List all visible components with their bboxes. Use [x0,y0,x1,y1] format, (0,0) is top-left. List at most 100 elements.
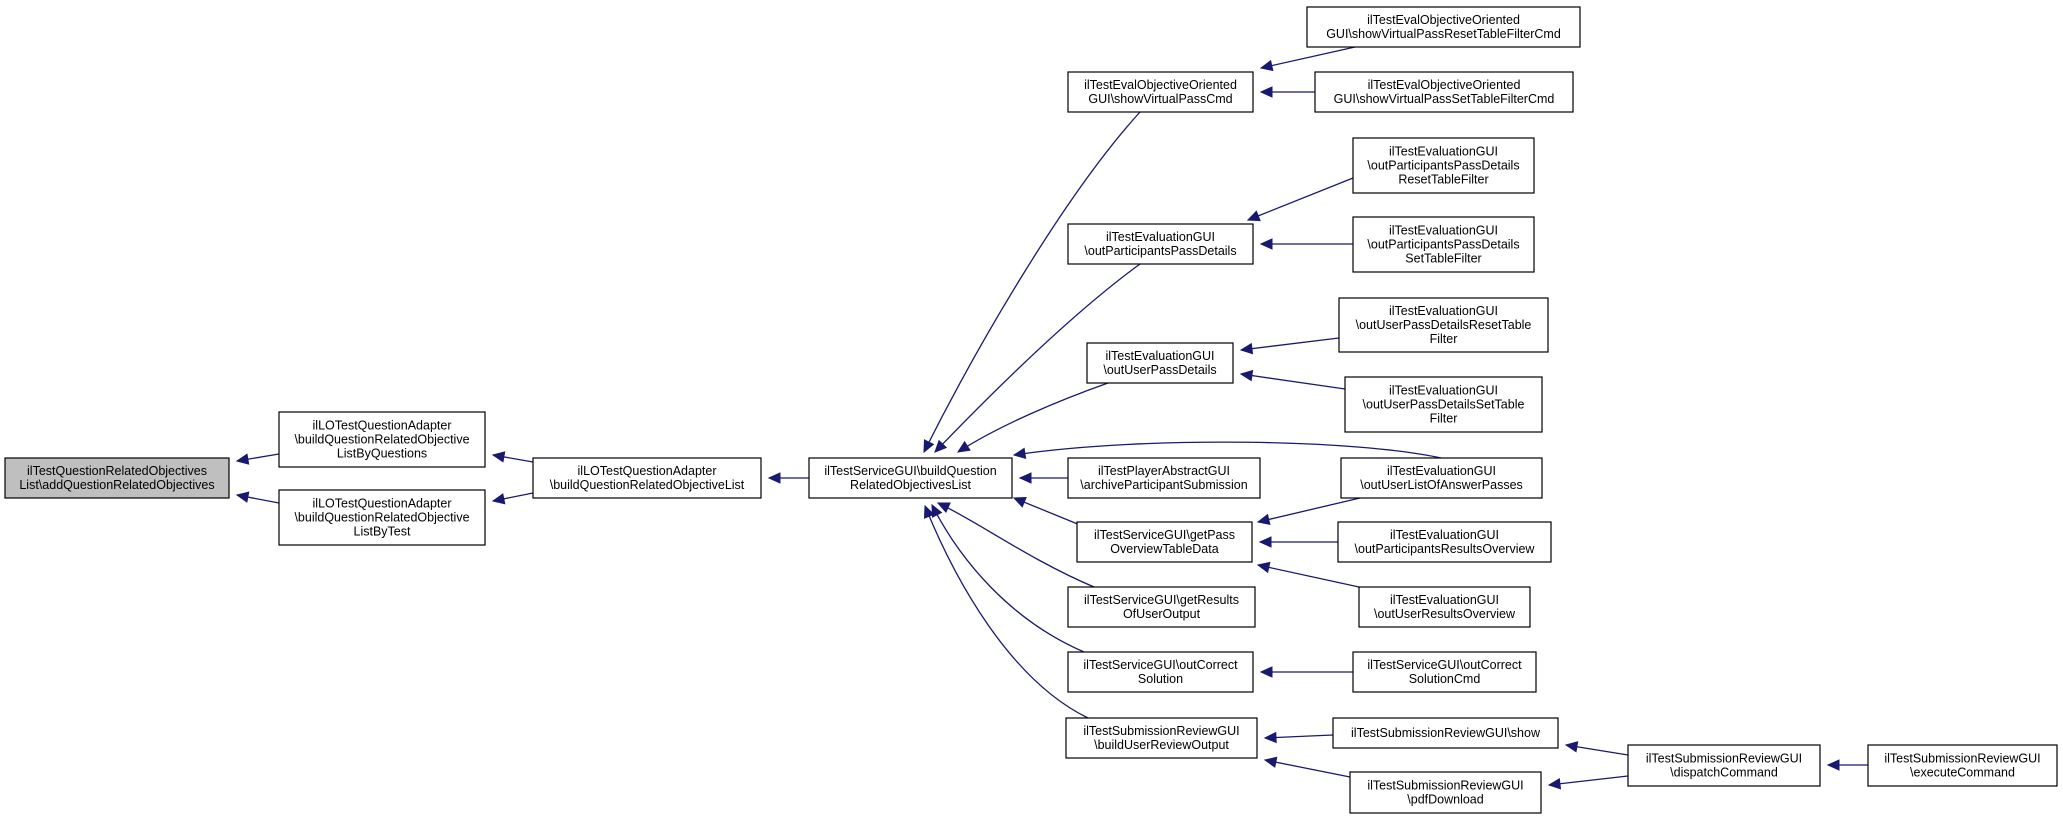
node-n9[interactable]: ilTestServiceGUI\getPassOverviewTableDat… [1076,521,1253,563]
node-box [1067,71,1254,113]
edge-n19-n9 [1257,497,1361,523]
node-n19[interactable]: ilTestEvaluationGUI\outUserListOfAnswerP… [1340,457,1543,499]
node-n23[interactable]: ilTestSubmissionReviewGUI\show [1332,717,1559,749]
node-box [278,411,486,468]
node-n7[interactable]: ilTestEvaluationGUI\outUserPassDetails [1086,342,1234,384]
arrowhead-n23-n12 [1263,731,1277,744]
node-label-line: ilTestEvaluationGUI [1389,145,1498,159]
node-box [808,457,1013,499]
node-n16[interactable]: ilTestEvaluationGUI\outParticipantsPassD… [1352,216,1535,273]
arrowhead-n25-n23 [1564,741,1579,753]
node-label-line: Filter [1430,332,1458,346]
node-n2[interactable]: ilLOTestQuestionAdapter\buildQuestionRel… [278,489,486,546]
node-label-line: ListByTest [354,525,411,539]
arrowhead-n19-n4 [1012,447,1027,460]
node-box [1352,216,1535,273]
node-label-line: \dispatchCommand [1670,766,1778,780]
node-label-line: RelatedObjectivesList [850,478,971,492]
arrowhead-n16-n6 [1259,238,1273,250]
node-n14[interactable]: ilTestEvalObjectiveOrientedGUI\showVirtu… [1314,71,1574,113]
node-label-line: OfUserOutput [1123,607,1201,621]
node-label-line: \outParticipantsPassDetails [1367,238,1519,252]
node-label-line: ilLOTestQuestionAdapter [313,497,452,511]
node-label-line: ilTestEvalObjectiveOriented [1367,13,1520,27]
node-n17[interactable]: ilTestEvaluationGUI\outUserPassDetailsRe… [1338,297,1549,353]
node-box [1067,457,1261,499]
node-box [1306,6,1581,48]
node-box [532,457,762,499]
node-n3[interactable]: ilLOTestQuestionAdapter\buildQuestionRel… [532,457,762,499]
node-label-line: ilTestEvaluationGUI [1390,593,1499,607]
arrowhead-n25-n24 [1547,777,1562,790]
node-n4[interactable]: ilTestServiceGUI\buildQuestionRelatedObj… [808,457,1013,499]
edge-n10-n4 [937,502,1095,588]
node-n0[interactable]: ilTestQuestionRelatedObjectivesList\addQ… [4,457,230,499]
node-n25[interactable]: ilTestSubmissionReviewGUI\dispatchComman… [1627,744,1821,787]
node-label-line: ilTestEvalObjectiveOriented [1368,78,1521,92]
node-label-line: OverviewTableData [1110,542,1218,556]
node-label-line: \buildQuestionRelatedObjective [294,433,469,447]
node-label-line: ResetTableFilter [1398,173,1488,187]
node-label-line: \outParticipantsResultsOverview [1355,542,1536,556]
edge-n7-n4 [957,382,1109,453]
arrowhead-n14-n5 [1259,86,1273,98]
node-box [1067,223,1254,265]
arrowhead-n10-n4 [936,502,951,514]
node-box [1337,521,1552,563]
edge-n13-n5 [1260,46,1356,69]
arrowhead-n22-n11 [1259,666,1273,678]
node-label-line: ilTestServiceGUI\getPass [1094,528,1235,542]
arrowhead-n6-n4 [934,439,948,453]
node-label-line: ilTestServiceGUI\outCorrect [1367,658,1522,672]
node-n8[interactable]: ilTestPlayerAbstractGUI\archiveParticipa… [1067,457,1261,499]
node-n20[interactable]: ilTestEvaluationGUI\outParticipantsResul… [1337,521,1552,563]
node-label-line: ilTestEvaluationGUI [1106,230,1215,244]
node-label-line: \pdfDownload [1407,793,1483,807]
node-n13[interactable]: ilTestEvalObjectiveOrientedGUI\showVirtu… [1306,6,1581,48]
edge-n19-n4 [1013,441,1442,459]
edge-n24-n12 [1264,759,1351,778]
node-label-line: \buildUserReviewOutput [1094,738,1229,752]
arrowhead-n17-n7 [1239,342,1254,355]
edge-n11-n4 [931,504,1085,653]
node-box [1067,651,1254,693]
node-label-line: ilTestEvaluationGUI [1389,384,1498,398]
edge-n25-n24 [1548,775,1629,786]
node-n12[interactable]: ilTestSubmissionReviewGUI\buildUserRevie… [1065,717,1258,759]
node-label-line: ilTestEvalObjectiveOriented [1084,78,1237,92]
node-label-line: \buildQuestionRelatedObjective [294,511,469,525]
node-label-line: ilTestEvaluationGUI [1387,464,1496,478]
node-n26[interactable]: ilTestSubmissionReviewGUI\executeCommand [1867,744,2058,787]
arrowhead-n5-n4 [923,439,935,454]
node-n15[interactable]: ilTestEvaluationGUI\outParticipantsPassD… [1352,137,1535,194]
arrowhead-n19-n9 [1256,513,1271,525]
arrowhead-n8-n4 [1018,472,1032,484]
node-box [1340,457,1543,499]
arrowhead-n3-n2 [491,493,506,505]
edge-n17-n7 [1240,337,1340,351]
node-label-line: \buildQuestionRelatedObjectiveList [550,478,745,492]
node-n18[interactable]: ilTestEvaluationGUI\outUserPassDetailsSe… [1344,376,1543,433]
node-n1[interactable]: ilLOTestQuestionAdapter\buildQuestionRel… [278,411,486,468]
node-box [1086,342,1234,384]
node-label-line: \outUserPassDetails [1103,363,1216,377]
node-label-line: \executeCommand [1910,766,2015,780]
node-label-line: SetTableFilter [1405,252,1481,266]
node-n21[interactable]: ilTestEvaluationGUI\outUserResultsOvervi… [1358,586,1531,628]
node-label-line: List\addQuestionRelatedObjectives [19,478,214,492]
node-n5[interactable]: ilTestEvalObjectiveOrientedGUI\showVirtu… [1067,71,1254,113]
node-n24[interactable]: ilTestSubmissionReviewGUI\pdfDownload [1349,771,1542,814]
node-label-line: ilTestServiceGUI\getResults [1084,593,1239,607]
arrowhead-n1-n0 [235,453,250,465]
arrowhead-n4-n3 [767,472,781,484]
node-box [278,489,486,546]
node-box [1627,744,1821,787]
node-box [4,457,230,499]
node-label-line: ilTestSubmissionReviewGUI [1083,724,1239,738]
arrowhead-n20-n9 [1258,536,1272,548]
node-label-line: GUI\showVirtualPassSetTableFilterCmd [1334,92,1555,106]
node-n6[interactable]: ilTestEvaluationGUI\outParticipantsPassD… [1067,223,1254,265]
